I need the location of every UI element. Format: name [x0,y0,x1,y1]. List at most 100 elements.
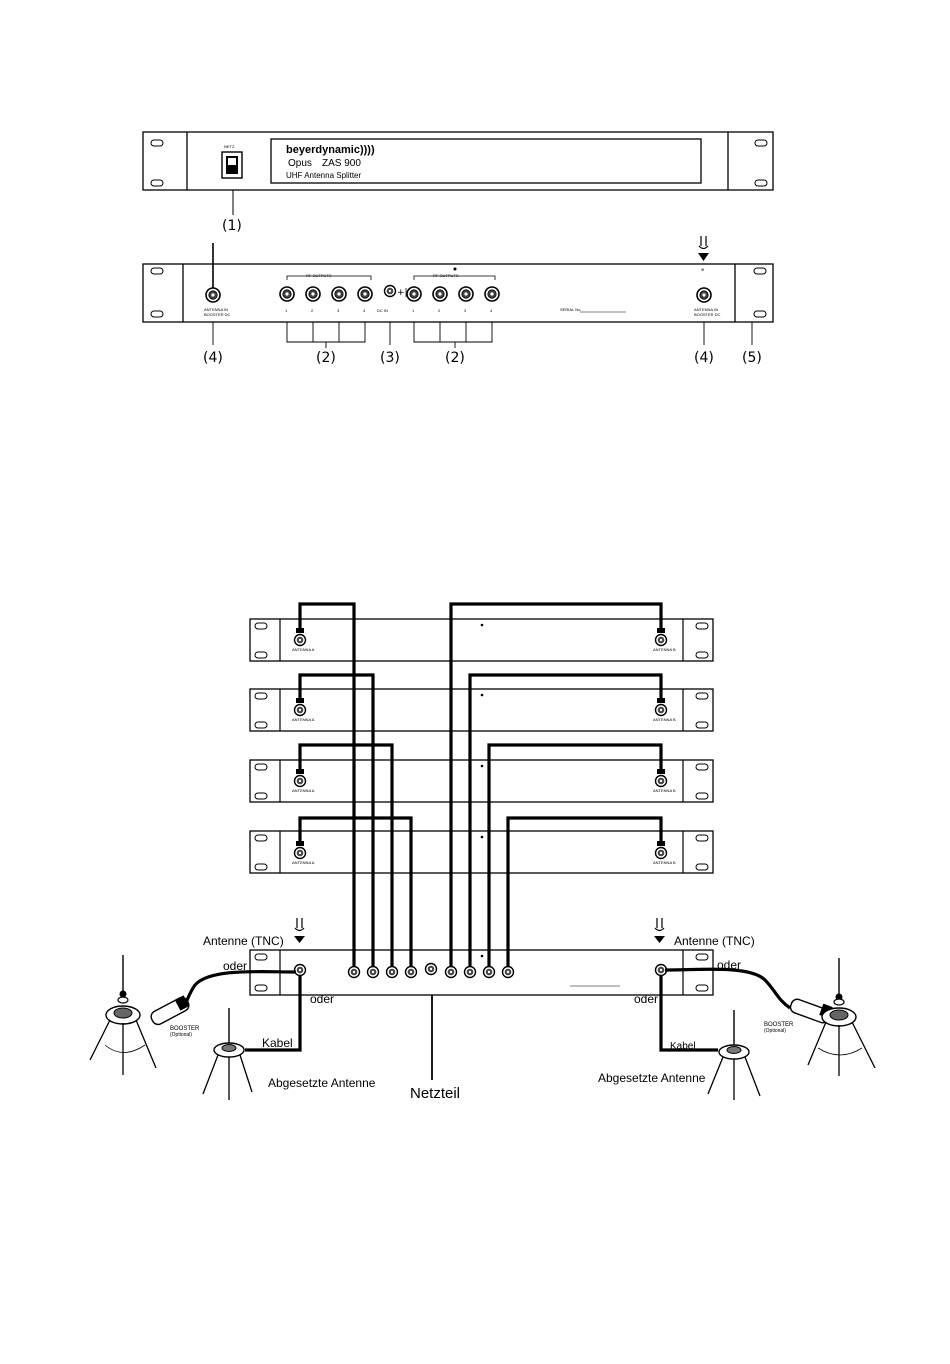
receiver-unit: ANTENNA A ANTENNA B [249,759,714,803]
receiver-antenna-b-label: ANTENNA B [653,788,676,793]
receiver-antenna-a-connector[interactable] [293,633,307,647]
antenna-tnc-label-left: Antenne (TNC) [203,934,284,948]
output-a2-number: 2 [311,308,314,313]
booster-label-left: BOOSTER [170,1026,200,1032]
booster-left [150,995,190,1026]
antenna-tnc-icon [698,236,709,261]
rear-antenna-a-label: ANTENNA IN [204,307,228,312]
splitter-output-a2[interactable] [366,965,380,979]
outputs-label-a: RF OUTPUTS [306,273,332,278]
cable-a3 [298,743,394,966]
callout-4-right: (4) [694,350,714,366]
output-b2-connector[interactable] [432,286,448,302]
receiver-antenna-b-connector[interactable] [654,703,668,717]
cable-b3 [487,743,663,966]
brand-name: beyerdynamic)))) [286,144,375,156]
svg-text:⊕: ⊕ [701,267,704,272]
power-switch-label: NETZ [224,144,235,149]
receiver-antenna-b-connector[interactable] [654,774,668,788]
splitter-antenna-a-connector[interactable] [293,963,307,977]
antenna-a-input-connector[interactable] [205,287,221,303]
cable-ends [296,628,665,846]
product-description: UHF Antenna Splitter [286,171,361,180]
output-b3-connector[interactable] [458,286,474,302]
dc-polarity-icon: +| [397,288,408,298]
model-name: ZAS 900 [322,158,361,169]
receiver-unit: ANTENNA A ANTENNA B [249,830,714,874]
model-prefix: Opus [288,158,312,169]
cable-b4 [506,816,663,966]
cable-b1 [449,602,663,966]
splitter-output-b1[interactable] [444,965,458,979]
serial-label: SERIAL No. [560,307,581,312]
rear-panel: ANTENNA IN BOOSTER DC RF OUTPUTS 1 2 3 4… [142,236,774,366]
output-a3-connector[interactable] [331,286,347,302]
rear-antenna-b-sub: BOOSTER DC [694,312,721,317]
dc-power-connector[interactable] [383,284,397,298]
splitter-dc-connector[interactable] [424,962,438,976]
antenna-b-input-connector[interactable] [696,287,712,303]
tripod-antenna-left [89,955,157,1075]
splitter-output-b3[interactable] [482,965,496,979]
right-antenna-options: Antenne (TNC) oder oder BOOSTER (Optiona… [598,918,876,1100]
output-a4-number: 4 [363,308,366,313]
kabel-left: Kabel [262,1036,293,1050]
kabel-right: Kabel [670,1041,696,1052]
remote-antenna-left [202,1008,253,1100]
output-b2-number: 2 [438,308,441,313]
power-supply-label: Netzteil [410,1085,460,1102]
receiver-antenna-a-label: ANTENNA A [292,717,315,722]
output-b1-connector[interactable] [406,286,422,302]
receiver-antenna-b-connector[interactable] [654,846,668,860]
receiver-antenna-b-label: ANTENNA B [653,717,676,722]
front-panel: NETZ beyerdynamic)))) Opus ZAS 900 UHF A… [142,131,774,234]
booster-label-right: BOOSTER [764,1022,794,1028]
output-b4-connector[interactable] [484,286,500,302]
splitter-output-a3[interactable] [385,965,399,979]
cable-a1 [298,602,356,966]
splitter-antenna-b-connector[interactable] [654,963,668,977]
cable-a2 [298,673,375,966]
receiver-stack: ANTENNA A ANTENNA B ANTENNA A ANTENNA B [249,618,714,874]
splitter-output-b2[interactable] [463,965,477,979]
receiver-antenna-a-connector[interactable] [293,774,307,788]
splitter-output-b4[interactable] [501,965,515,979]
output-a1-number: 1 [285,308,288,313]
receiver-antenna-a-label: ANTENNA A [292,788,315,793]
remote-antenna-right [707,1010,761,1100]
remote-antenna-label-right: Abgesetzte Antenne [598,1071,706,1085]
outputs-label-b: RF OUTPUTS [433,273,459,278]
output-a1-connector[interactable] [279,286,295,302]
callout-5: (5) [742,350,762,366]
oder-left-top: oder [223,959,247,973]
output-b1-number: 1 [412,308,415,313]
splitter-output-a1[interactable] [347,965,361,979]
output-a4-connector[interactable] [357,286,373,302]
rear-antenna-a-sub: BOOSTER DC [204,312,231,317]
output-b4-number: 4 [490,308,493,313]
splitter-output-a4[interactable] [404,965,418,979]
receiver-unit: ANTENNA A ANTENNA B [249,618,714,662]
callout-4-left: (4) [203,350,223,366]
callout-1: (1) [222,218,242,234]
output-a2-connector[interactable] [305,286,321,302]
receiver-antenna-a-label: ANTENNA A [292,860,315,865]
cables [298,602,663,966]
callout-3: (3) [380,350,400,366]
booster-sub-right: (Optional) [764,1028,786,1034]
receiver-antenna-b-connector[interactable] [654,633,668,647]
splitter-unit [249,949,714,996]
dc-power-label: DC IN [377,308,388,313]
callout-2-left: (2) [316,350,336,366]
remote-antenna-label-left: Abgesetzte Antenne [268,1076,376,1090]
output-b3-number: 3 [464,308,467,313]
left-antenna-options: Antenne (TNC) oder oder BOOSTER (Optiona… [89,918,376,1100]
receiver-antenna-a-connector[interactable] [293,846,307,860]
callout-2-right: (2) [445,350,465,366]
power-switch[interactable] [221,151,243,179]
antenna-tnc-icon [654,918,665,943]
oder-left-bottom: oder [310,992,334,1006]
receiver-antenna-a-connector[interactable] [293,703,307,717]
receiver-antenna-b-label: ANTENNA B [653,860,676,865]
